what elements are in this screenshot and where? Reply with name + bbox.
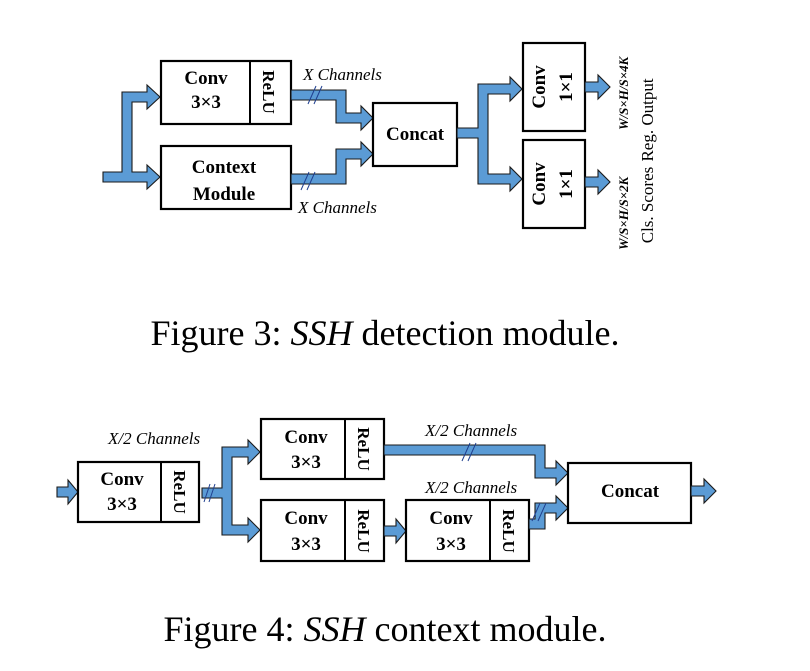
- x2-channels-bottom-label: X/2 Channels: [424, 478, 517, 497]
- input-split-arrow: [102, 83, 161, 191]
- channel-tick: [537, 502, 547, 522]
- conv-bottom-2-kernel-label: 3×3: [436, 534, 466, 555]
- channel-tick: [300, 171, 310, 191]
- top-to-concat-arrow: [383, 444, 569, 487]
- relu-label: ReLU: [354, 427, 373, 470]
- context-concat-label: Concat: [601, 481, 660, 502]
- x2-channels-input-label: X/2 Channels: [107, 429, 200, 448]
- caption-suffix: detection module.: [353, 313, 620, 353]
- cls-output-arrow: [584, 168, 611, 196]
- channel-tick: [531, 502, 541, 522]
- relu-label: ReLU: [259, 70, 278, 113]
- channel-tick: [208, 483, 216, 503]
- relu-label: ReLU: [354, 509, 373, 552]
- reg-output-label: Reg. Output: [638, 78, 657, 161]
- channel-tick: [307, 85, 317, 105]
- figure-3-caption: Figure 3: SSH detection module.: [151, 313, 620, 353]
- conv-bottom-2-label: Conv: [429, 508, 473, 529]
- reg-output-shape: W/S×H/S×4K: [616, 55, 631, 130]
- conv-input-kernel-label: 3×3: [107, 494, 137, 515]
- x-channels-bottom-label: X Channels: [297, 198, 377, 217]
- x2-channels-top-label: X/2 Channels: [424, 421, 517, 440]
- conv-bottom-2-block: Conv 3×3 ReLU: [404, 498, 531, 563]
- context-to-concat-arrow: [290, 140, 374, 185]
- relu-label: ReLU: [499, 509, 518, 552]
- caption-prefix: Figure 4:: [164, 609, 304, 649]
- conv-top-kernel-label: 3×3: [291, 452, 321, 473]
- channel-tick: [461, 442, 471, 462]
- context-concat-block: Concat: [566, 461, 693, 525]
- x-channels-top-label: X Channels: [302, 65, 382, 84]
- context-module-label-1: Context: [192, 157, 257, 178]
- conv-bottom-1-label: Conv: [284, 508, 328, 529]
- conv-to-concat-arrow: [290, 89, 374, 132]
- conv1x1-reg-label: Conv: [529, 65, 550, 109]
- concat-label: Concat: [386, 124, 445, 145]
- split-arrow: [201, 438, 261, 544]
- conv-bottom-1-block: Conv 3×3 ReLU: [259, 498, 386, 563]
- cls-scores-label: Cls. Scores: [638, 167, 657, 244]
- bottom-chain-arrow: [383, 517, 407, 545]
- context-module-block: Context Module: [159, 144, 293, 211]
- conv1x1-reg-kernel-label: 1×1: [556, 72, 577, 102]
- conv1x1-cls-block: Conv 1×1: [521, 138, 587, 230]
- output-arrow: [690, 477, 717, 505]
- conv-input-block: Conv 3×3 ReLU: [76, 460, 201, 524]
- bottom-to-concat-arrow: [528, 494, 569, 530]
- channel-tick: [313, 85, 323, 105]
- conv-input-label: Conv: [100, 469, 144, 490]
- conv-top-block: Conv 3×3 ReLU: [259, 417, 386, 481]
- figure-4: Conv 3×3 ReLU X/2 Channels Conv 3×3 ReLU…: [56, 417, 717, 649]
- caption-emph: SSH: [291, 313, 355, 353]
- concat-block: Concat: [371, 101, 459, 168]
- conv3x3-label: Conv: [184, 68, 228, 89]
- conv3x3-block: Conv 3×3 ReLU: [159, 59, 293, 126]
- channel-tick: [467, 442, 477, 462]
- reg-output-arrow: [584, 73, 611, 101]
- relu-label: ReLU: [170, 470, 189, 513]
- conv1x1-reg-block: Conv 1×1: [521, 41, 587, 133]
- input-arrow: [56, 478, 79, 506]
- channel-tick: [306, 171, 316, 191]
- conv-bottom-1-kernel-label: 3×3: [291, 534, 321, 555]
- figure-3: Conv 3×3 ReLU Context Module X Channels …: [102, 41, 657, 353]
- cls-scores-shape: W/S×H/S×2K: [616, 175, 631, 250]
- figure-4-caption: Figure 4: SSH context module.: [164, 609, 607, 649]
- caption-emph: SSH: [304, 609, 368, 649]
- conv1x1-cls-kernel-label: 1×1: [556, 169, 577, 199]
- conv-top-label: Conv: [284, 427, 328, 448]
- channel-tick: [203, 483, 211, 503]
- caption-suffix: context module.: [366, 609, 607, 649]
- conv3x3-kernel-label: 3×3: [191, 92, 221, 113]
- caption-prefix: Figure 3:: [151, 313, 291, 353]
- context-module-label-2: Module: [193, 184, 255, 205]
- conv1x1-cls-label: Conv: [529, 162, 550, 206]
- concat-split-arrow: [456, 75, 523, 193]
